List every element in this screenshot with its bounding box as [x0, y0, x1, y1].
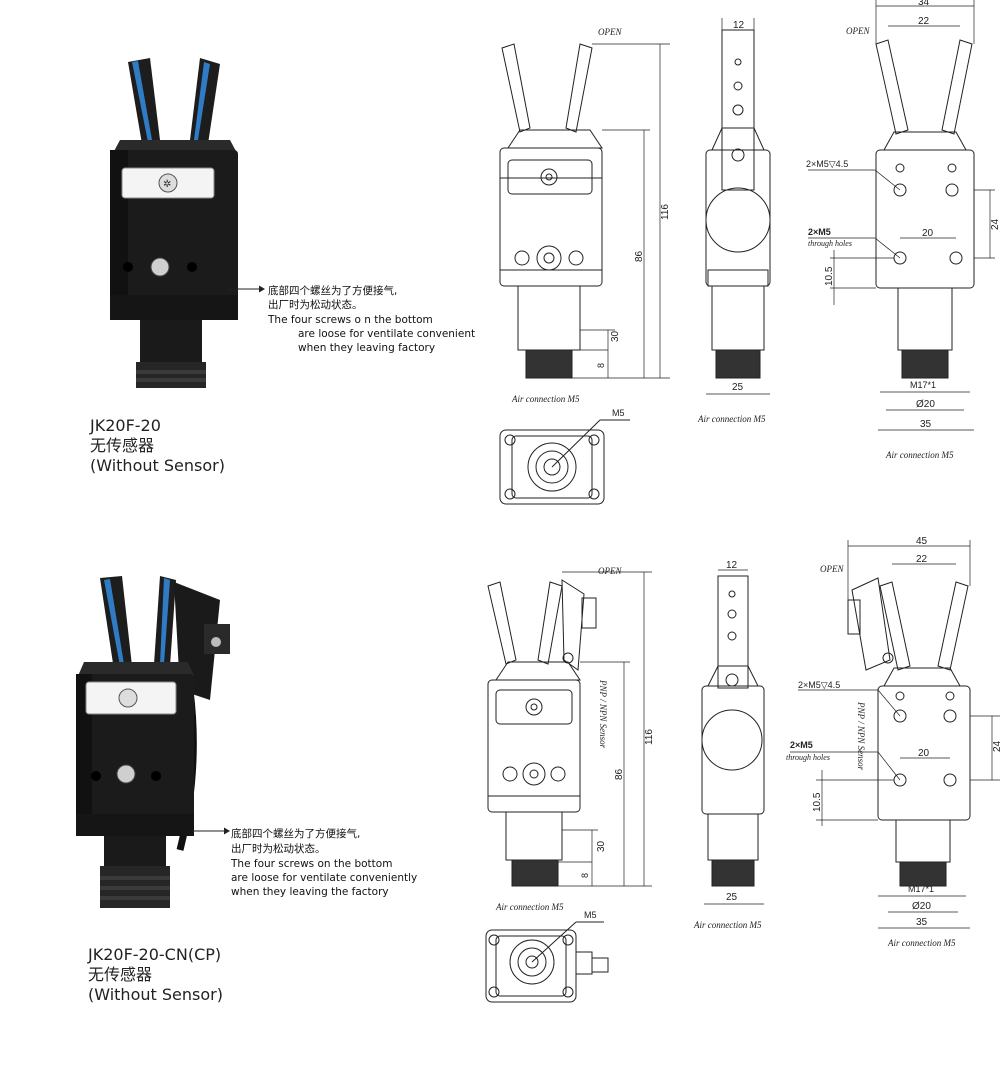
- dim-12: 12: [733, 20, 745, 31]
- rear-view-top: [875, 39, 975, 379]
- hole-m5: 2×M5: [790, 740, 813, 750]
- sensor-en-top: (Without Sensor): [90, 456, 225, 475]
- front-view-bottom: [487, 579, 597, 887]
- dim-30: 30: [596, 840, 607, 852]
- through-holes: through holes: [786, 753, 830, 762]
- open-label-right: OPEN: [846, 26, 870, 36]
- air-connection-2: Air connection M5: [697, 414, 766, 424]
- technical-drawing-top: OPEN 116 86 30 8 Air connection M5 M5 12: [499, 0, 1001, 505]
- dim-20: 20: [922, 228, 934, 239]
- sensor-label: PNP / NPN Sensor: [598, 679, 608, 749]
- dim-25: 25: [726, 892, 738, 903]
- hole-m5-depth: 2×M5▽4.5: [806, 159, 848, 169]
- dim-30: 30: [610, 330, 621, 342]
- model-label-top: JK20F-20: [90, 416, 161, 435]
- note-cn-1-top: 底部四个螺丝为了方便接气,: [268, 285, 398, 297]
- technical-drawing-bottom: OPEN 116 86 30 8 PNP / NPN Sensor Air co…: [485, 536, 1003, 1003]
- note-en-3-bottom: when they leaving the factory: [231, 886, 389, 898]
- dim-34: 34: [918, 0, 930, 8]
- end-view-top: [499, 419, 630, 505]
- dim-35: 35: [916, 917, 928, 928]
- dim-24: 24: [990, 218, 1001, 230]
- air-connection-1: Air connection M5: [495, 902, 564, 912]
- note-cn-2-top: 出厂时为松动状态。: [268, 299, 363, 311]
- air-connection-1: Air connection M5: [511, 394, 580, 404]
- open-label: OPEN: [598, 566, 622, 576]
- dim-12: 12: [726, 560, 738, 571]
- note-arrow-bottom: [192, 827, 230, 835]
- note-en-1-bottom: The four screws on the bottom: [231, 858, 393, 870]
- note-arrow-top: [227, 285, 265, 293]
- dim-phi20: Ø20: [916, 399, 935, 410]
- dim-20: 20: [918, 748, 930, 759]
- note-en-2-top: are loose for ventilate convenient: [298, 328, 476, 340]
- dim-m17: M17*1: [908, 884, 934, 894]
- dim-10-5: 10.5: [812, 792, 823, 812]
- rear-view-bottom: [847, 577, 971, 887]
- dim-22: 22: [916, 554, 928, 565]
- m5-label: M5: [612, 408, 625, 418]
- end-view-bottom: [485, 921, 609, 1003]
- air-connection-3: Air connection M5: [885, 450, 954, 460]
- dim-45: 45: [916, 536, 928, 547]
- sensor-cn-top: 无传感器: [90, 436, 155, 455]
- note-en-1-top: The four screws o n the bottom: [268, 314, 433, 326]
- dim-22: 22: [918, 16, 930, 27]
- front-view-top: [499, 43, 603, 379]
- hole-m5: 2×M5: [808, 227, 831, 237]
- note-cn-2-bottom: 出厂时为松动状态。: [231, 843, 326, 855]
- dim-86: 86: [634, 250, 645, 262]
- hole-m5-depth: 2×M5▽4.5: [798, 680, 840, 690]
- dim-35: 35: [920, 419, 932, 430]
- sensor-label-right: PNP / NPN Sensor: [856, 701, 866, 771]
- dim-phi20: Ø20: [912, 901, 931, 912]
- dim-86: 86: [614, 768, 625, 780]
- side-view-bottom: [701, 575, 765, 887]
- note-en-3-top: when they leaving factory: [298, 342, 436, 354]
- dim-10-5: 10.5: [824, 266, 835, 286]
- through-holes: through holes: [808, 239, 852, 248]
- open-label-right: OPEN: [820, 564, 844, 574]
- air-connection-2: Air connection M5: [693, 920, 762, 930]
- air-connection-3: Air connection M5: [887, 938, 956, 948]
- dim-24: 24: [992, 740, 1003, 752]
- dim-8: 8: [580, 873, 590, 878]
- m5-label: M5: [584, 910, 597, 920]
- note-cn-1-bottom: 底部四个螺丝为了方便接气,: [231, 828, 361, 840]
- gripper-photo-bottom: [76, 576, 230, 908]
- dim-25: 25: [732, 382, 744, 393]
- side-view-top: [705, 29, 771, 379]
- dim-116: 116: [644, 729, 655, 745]
- svg-text:✲: ✲: [163, 179, 171, 190]
- dim-8: 8: [596, 363, 606, 368]
- open-label: OPEN: [598, 27, 622, 37]
- model-label-bottom: JK20F-20-CN(CP): [88, 945, 222, 964]
- dim-m17: M17*1: [910, 380, 936, 390]
- sensor-cn-bottom: 无传感器: [88, 965, 153, 984]
- dim-116: 116: [660, 204, 671, 220]
- gripper-photo-top: ✲: [110, 58, 238, 388]
- note-en-2-bottom: are loose for ventilate conveniently: [231, 872, 418, 884]
- sensor-en-bottom: (Without Sensor): [88, 985, 223, 1004]
